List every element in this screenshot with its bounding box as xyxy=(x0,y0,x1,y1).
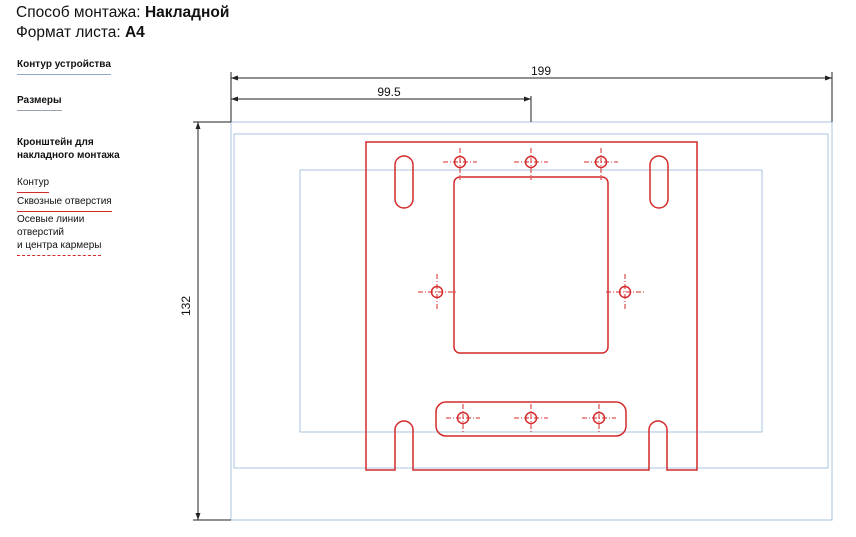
sheet-format-label: Формат листа: xyxy=(16,24,121,41)
bracket-contour xyxy=(365,141,698,471)
legend-axes-line2: отверстий xyxy=(17,227,64,238)
legend-device-outline-label: Контур устройства xyxy=(17,59,111,75)
legend-device-outline: Контур устройства xyxy=(17,58,111,75)
legend-axes-line1: Осевые линии xyxy=(17,214,85,225)
axis-hole-mid-left xyxy=(418,274,456,310)
axis-hole-bottom-3 xyxy=(582,404,616,432)
axis-hole-bottom-1 xyxy=(446,404,480,432)
legend-axes-line3: и центра кармеры xyxy=(17,240,102,256)
axis-hole-top-2 xyxy=(514,148,548,180)
axis-hole-top-3 xyxy=(584,148,618,180)
legend-contour-label: Контур xyxy=(17,177,50,193)
device-middle-rect xyxy=(233,133,829,469)
camera-window xyxy=(453,176,609,354)
bracket xyxy=(365,141,698,471)
mount-method-value: Накладной xyxy=(144,4,230,21)
mount-method: Способ монтажа: Накладной xyxy=(16,4,229,22)
legend-through-holes: Сквозные отверстия xyxy=(17,195,112,212)
mount-method-label: Способ монтажа: xyxy=(16,4,141,21)
legend-dimensions: Размеры xyxy=(17,94,62,111)
dimensions xyxy=(193,72,833,521)
center-axes xyxy=(418,148,644,432)
slot-bottom xyxy=(435,401,627,437)
legend-dimensions-label: Размеры xyxy=(17,95,62,111)
legend-bracket-title-text: Кронштейн для накладного монтажа xyxy=(17,137,120,161)
dim-half-width-text: 99.5 xyxy=(377,85,401,99)
device-inner-rect xyxy=(299,169,763,433)
axis-hole-bottom-2 xyxy=(514,404,548,432)
legend-bracket-title: Кронштейн для накладного монтажа xyxy=(17,136,127,162)
axis-hole-mid-right xyxy=(606,274,644,310)
dim-height-text: 132 xyxy=(179,296,193,316)
device-outer-rect xyxy=(230,121,833,521)
axis-hole-top-1 xyxy=(443,148,477,180)
legend-axes: Осевые линии отверстий и центра кармеры xyxy=(17,213,102,256)
device-outline xyxy=(230,121,833,521)
legend-through-holes-label: Сквозные отверстия xyxy=(17,196,112,212)
slot-top-right xyxy=(649,155,669,209)
legend-contour: Контур xyxy=(17,176,50,193)
dim-overall-width-text: 199 xyxy=(531,64,551,78)
sheet-format: Формат листа: A4 xyxy=(16,24,145,42)
slot-top-left xyxy=(394,155,414,209)
sheet-format-value: A4 xyxy=(124,24,145,41)
